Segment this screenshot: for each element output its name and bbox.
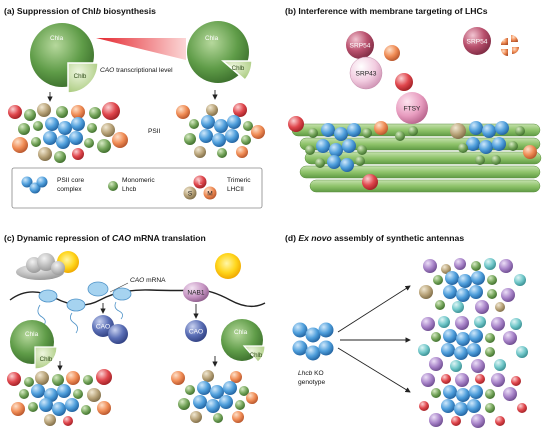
srp54-label: SRP54 bbox=[350, 43, 371, 50]
mrna-pointer-line bbox=[109, 282, 129, 293]
legend-core-label-2: complex bbox=[57, 186, 82, 193]
legend-mono-label-2: Lhcb bbox=[122, 186, 137, 193]
legend-m-icon bbox=[203, 186, 217, 200]
chlb-slice-c-left bbox=[34, 346, 58, 370]
legend-box: PSII core complex Monomeric Lhcb L S M T… bbox=[11, 167, 263, 209]
cloud-icon bbox=[16, 253, 65, 280]
psii-cluster-c-right bbox=[171, 370, 258, 423]
lhc-cargo-top bbox=[384, 45, 400, 61]
degraded-lhc-icon bbox=[501, 35, 519, 56]
chlb-label-c-left: Chlb bbox=[40, 356, 53, 363]
chla-label-left: Chla bbox=[50, 35, 64, 42]
legend-l-icon bbox=[193, 175, 207, 189]
cao-wedge bbox=[96, 38, 186, 60]
chlb-label-c-right: Chlb bbox=[250, 352, 263, 359]
genotype-label-2: genotype bbox=[298, 379, 325, 386]
legend-s-icon bbox=[183, 186, 197, 200]
synthetic-antenna-middle bbox=[418, 316, 528, 373]
sun-icon-bright bbox=[215, 253, 241, 279]
panel-a-title: (a) Suppression of Chlb biosynthesis bbox=[4, 6, 156, 16]
panel-a: (a) Suppression of Chlb biosynthesis Chl… bbox=[4, 6, 265, 209]
srp54-protein bbox=[346, 31, 374, 59]
chlb-label-right: Chlb bbox=[232, 65, 245, 72]
legend-mono-icon bbox=[108, 181, 118, 191]
synthetic-antenna-bottom bbox=[419, 373, 527, 428]
nab1-protein bbox=[183, 282, 209, 302]
srp54-label-free: SRP54 bbox=[467, 39, 488, 46]
arrow-d-down bbox=[337, 347, 411, 393]
cao-protein-2 bbox=[108, 324, 128, 344]
panel-c: (c) Dynamic repression of CAO mRNA trans… bbox=[4, 233, 266, 426]
panel-d: (d) Ex novo assembly of synthetic antenn… bbox=[285, 233, 528, 428]
psii-cluster-left bbox=[8, 102, 128, 163]
legend-s-letter: S bbox=[188, 191, 193, 198]
membrane-complexes bbox=[288, 116, 537, 190]
panel-b: (b) Interference with membrane targeting… bbox=[285, 6, 542, 193]
legend-tri-label-1: Trimeric bbox=[227, 177, 251, 184]
psii-label: PSII bbox=[148, 128, 161, 135]
srp54-protein-free bbox=[463, 27, 491, 55]
srp43-protein bbox=[349, 56, 383, 90]
psii-core-d bbox=[292, 322, 334, 361]
cao-level-label: CAO transcriptional level bbox=[100, 67, 173, 74]
chla-label-c-left: Chla bbox=[25, 331, 39, 338]
chlb-slice-left bbox=[67, 62, 99, 94]
chlb-slice-right bbox=[220, 60, 253, 82]
pie-left: Chla Chlb bbox=[30, 23, 99, 94]
legend-l-letter: L bbox=[198, 180, 202, 187]
ribosomes bbox=[37, 281, 132, 334]
legend-mono-label-1: Monomeric bbox=[122, 177, 155, 184]
nab1-label: NAB1 bbox=[187, 290, 205, 297]
cao-label-1: CAO bbox=[96, 324, 110, 331]
genotype-label-1: Lhcb KO bbox=[298, 370, 324, 377]
pie-right: Chla Chlb bbox=[187, 21, 253, 83]
srp43-label: SRP43 bbox=[356, 71, 377, 78]
cao-mrna-label: CAO mRNA bbox=[130, 277, 166, 284]
cao-label-3: CAO bbox=[189, 329, 203, 336]
cao-protein-3 bbox=[185, 320, 207, 342]
chlb-slice-c-right bbox=[242, 345, 266, 363]
legend-tri-label-2: LHCII bbox=[227, 186, 244, 193]
synthetic-antenna-top bbox=[419, 258, 526, 314]
chla-label-right: Chla bbox=[205, 35, 219, 42]
lhc-cargo-mid bbox=[395, 73, 413, 91]
ftsy-label: FTSY bbox=[404, 106, 421, 113]
panel-c-title: (c) Dynamic repression of CAO mRNA trans… bbox=[4, 233, 206, 243]
chlb-label-left: Chlb bbox=[74, 73, 87, 80]
ftsy-protein bbox=[396, 92, 428, 124]
srp-pathway: SRP54 SRP43 FTSY SRP54 bbox=[346, 27, 519, 124]
legend-core-label-1: PSII core bbox=[57, 177, 84, 184]
psii-cluster-right bbox=[176, 103, 265, 158]
legend-m-letter: M bbox=[207, 191, 213, 198]
legend-core-icon bbox=[21, 176, 33, 188]
panel-b-title: (b) Interference with membrane targeting… bbox=[285, 6, 488, 16]
chla-label-c-right: Chla bbox=[234, 329, 248, 336]
psii-cluster-c-left bbox=[7, 369, 112, 426]
panel-d-title: (d) Ex novo assembly of synthetic antenn… bbox=[285, 233, 464, 243]
arrow-d-up bbox=[337, 285, 411, 333]
